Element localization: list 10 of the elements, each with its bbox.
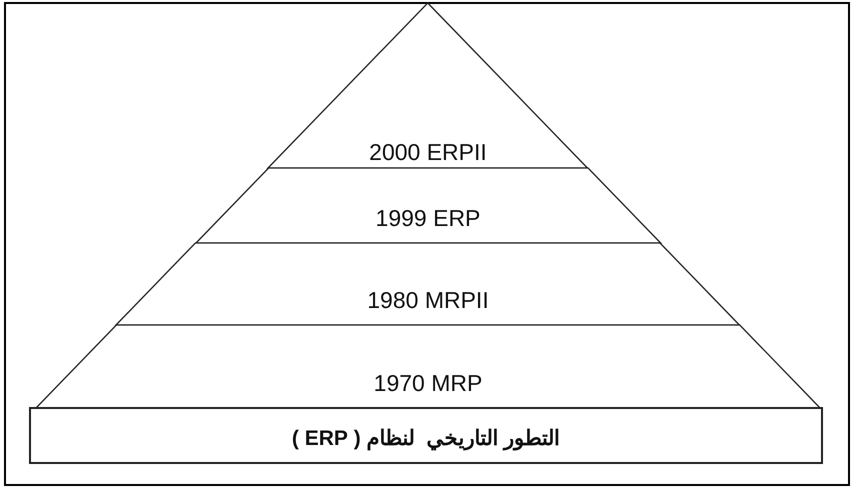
pyramid-level bbox=[196, 168, 660, 243]
level-label: 1970 MRP bbox=[374, 370, 482, 396]
base-bar bbox=[30, 408, 822, 463]
level-label: 1999 ERP bbox=[376, 205, 480, 231]
pyramid-level bbox=[268, 3, 588, 168]
level-label: 1980 MRPII bbox=[367, 287, 489, 313]
pyramid-level bbox=[36, 325, 820, 408]
caption-text: التطور التاريخي لنظام ( ERP ) bbox=[292, 426, 560, 452]
pyramid-level bbox=[116, 243, 740, 325]
level-label: 2000 ERPII bbox=[369, 139, 487, 165]
